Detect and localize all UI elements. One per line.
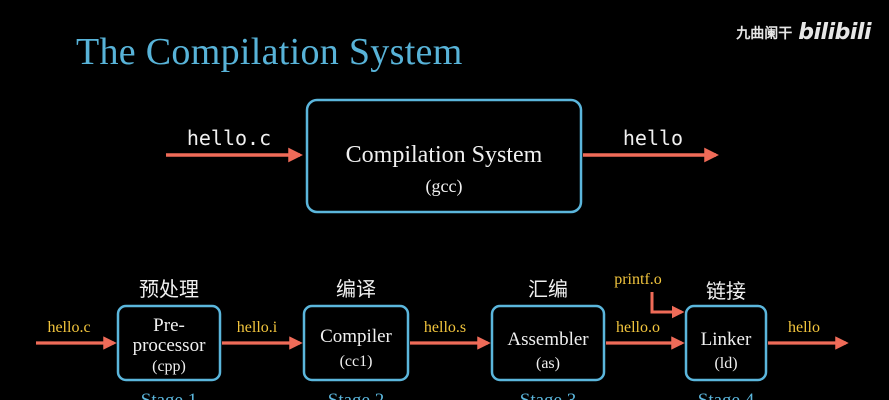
watermark-author: 九曲阑干 bbox=[736, 25, 793, 42]
assembler-label: Assembler bbox=[507, 329, 589, 350]
printf-o-arrow bbox=[650, 292, 685, 319]
assemble-cn-label: 汇编 bbox=[528, 277, 568, 301]
flow-label-printf-o: printf.o bbox=[614, 271, 662, 288]
assembler-cmd: (as) bbox=[536, 355, 560, 372]
stage-3-label: Stage 3 bbox=[520, 390, 576, 400]
stage-1-label: Stage 1 bbox=[141, 390, 197, 400]
flow-label-hello: hello bbox=[788, 319, 820, 336]
link-cn-label: 链接 bbox=[706, 279, 746, 303]
bilibili-logo: bilibili bbox=[798, 20, 871, 45]
compiler-box bbox=[302, 304, 410, 382]
linker-box bbox=[684, 304, 768, 382]
flow-label-hello-s: hello.s bbox=[424, 319, 466, 336]
preprocessor-cmd: (cpp) bbox=[152, 358, 186, 375]
flow-label-hello-i: hello.i bbox=[237, 319, 278, 336]
linker-label: Linker bbox=[701, 329, 752, 350]
compilation-system-box bbox=[305, 98, 583, 214]
stage-2-label: Stage 2 bbox=[328, 390, 384, 400]
linker-cmd: (ld) bbox=[714, 355, 737, 372]
stage-4-label: Stage 4 bbox=[698, 390, 755, 400]
compiler-cmd: (cc1) bbox=[340, 353, 373, 370]
preprocessor-line2: processor bbox=[133, 335, 206, 356]
gcc-label: (gcc) bbox=[426, 176, 463, 197]
compilation-system-label: Compilation System bbox=[346, 142, 543, 168]
preprocess-cn-label: 预处理 bbox=[139, 277, 199, 301]
watermark: 九曲阑干 bilibili bbox=[736, 20, 871, 45]
preprocessor-box bbox=[116, 304, 222, 382]
compile-cn-label: 编译 bbox=[336, 277, 376, 301]
compiler-label: Compiler bbox=[320, 326, 392, 347]
input-file-label: hello.c bbox=[187, 126, 271, 150]
page-title: The Compilation System bbox=[76, 31, 463, 73]
flow-label-hello-o: hello.o bbox=[616, 319, 660, 336]
flow-label-hello-c: hello.c bbox=[47, 319, 90, 336]
output-file-label: hello bbox=[623, 126, 683, 150]
assembler-box bbox=[490, 304, 606, 382]
preprocessor-line1: Pre- bbox=[153, 315, 185, 336]
